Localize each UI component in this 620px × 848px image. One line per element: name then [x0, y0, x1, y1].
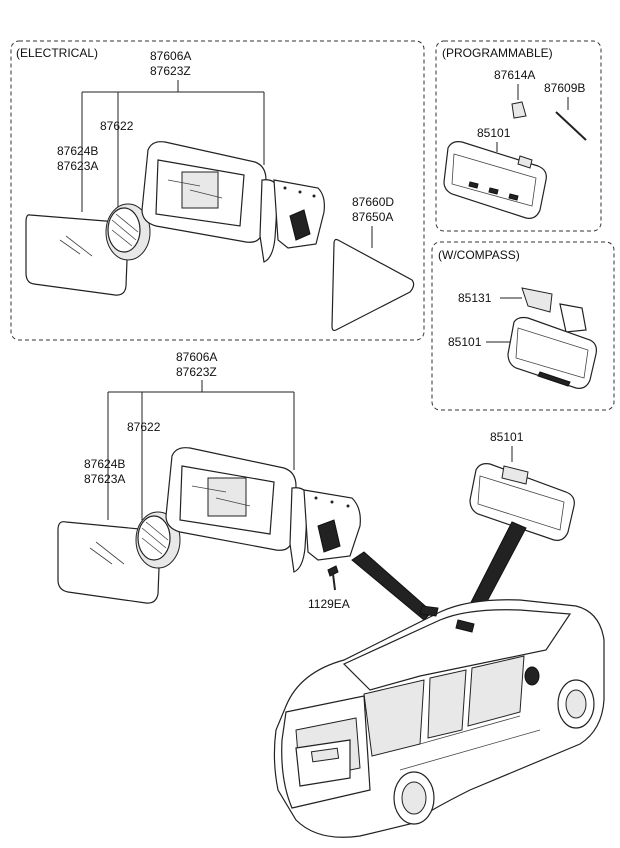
wire-87609b [555, 111, 587, 141]
mirror-base-lower [303, 489, 361, 561]
label-87623z: 87623Z [150, 64, 191, 78]
label-87623a: 87623A [57, 159, 98, 173]
clip-87614a [511, 101, 527, 119]
label-87624b: 87624B [57, 144, 98, 158]
label-lower-87624b: 87624B [84, 457, 125, 471]
leader-programmable [496, 84, 569, 152]
compass-title: (W/COMPASS) [438, 248, 520, 262]
compass-box-border [431, 241, 615, 411]
inside-mirror-compass [507, 316, 597, 389]
leader-compass [486, 297, 522, 343]
label-87609b: 87609B [544, 81, 585, 95]
programmable-section: (PROGRAMMABLE) 87614A 87609B 85101 [435, 40, 602, 232]
electrical-box-border [10, 40, 425, 341]
label-87660d: 87660D [352, 195, 394, 209]
programmable-title: (PROGRAMMABLE) [442, 46, 553, 60]
corner-cover-upper [331, 238, 415, 332]
label-85101-programmable: 85101 [477, 126, 511, 140]
compass-section: (W/COMPASS) 85131 85101 [431, 241, 615, 411]
callout-outside-mirror [351, 551, 433, 621]
label-lower-87623z: 87623Z [176, 365, 217, 379]
mirror-housing-lower [165, 447, 309, 573]
label-1129ea: 1129EA [308, 597, 350, 611]
electrical-title: (ELECTRICAL) [16, 46, 98, 60]
mirror-housing-upper [141, 141, 279, 263]
label-lower-87622: 87622 [127, 420, 161, 434]
label-lower-85101: 85101 [490, 430, 524, 444]
mirror-base-upper [273, 179, 325, 249]
lower-section: 87606A 87623Z 87622 87624B 87623A 1129EA… [57, 350, 605, 838]
label-85131: 85131 [458, 291, 492, 305]
label-87606a: 87606A [150, 49, 191, 63]
leader-housing-lower [107, 380, 295, 520]
screw-1129ea [327, 565, 339, 591]
actuator-upper [105, 203, 151, 261]
vehicle-illustration [273, 599, 605, 838]
label-87614a: 87614A [494, 68, 535, 82]
label-85101-compass: 85101 [448, 335, 482, 349]
label-87622: 87622 [100, 119, 134, 133]
inside-mirror-lower [469, 463, 575, 541]
label-87650a: 87650A [352, 210, 393, 224]
mount-compass [559, 303, 587, 333]
cover-85131 [521, 287, 553, 313]
inside-mirror-programmable [443, 141, 547, 219]
leader-housing-upper [81, 80, 265, 212]
label-lower-87606a: 87606A [176, 350, 217, 364]
label-lower-87623a: 87623A [84, 472, 125, 486]
programmable-box-border [435, 40, 602, 232]
electrical-section: (ELECTRICAL) 87606A 87623Z 87622 87624B … [10, 40, 425, 341]
